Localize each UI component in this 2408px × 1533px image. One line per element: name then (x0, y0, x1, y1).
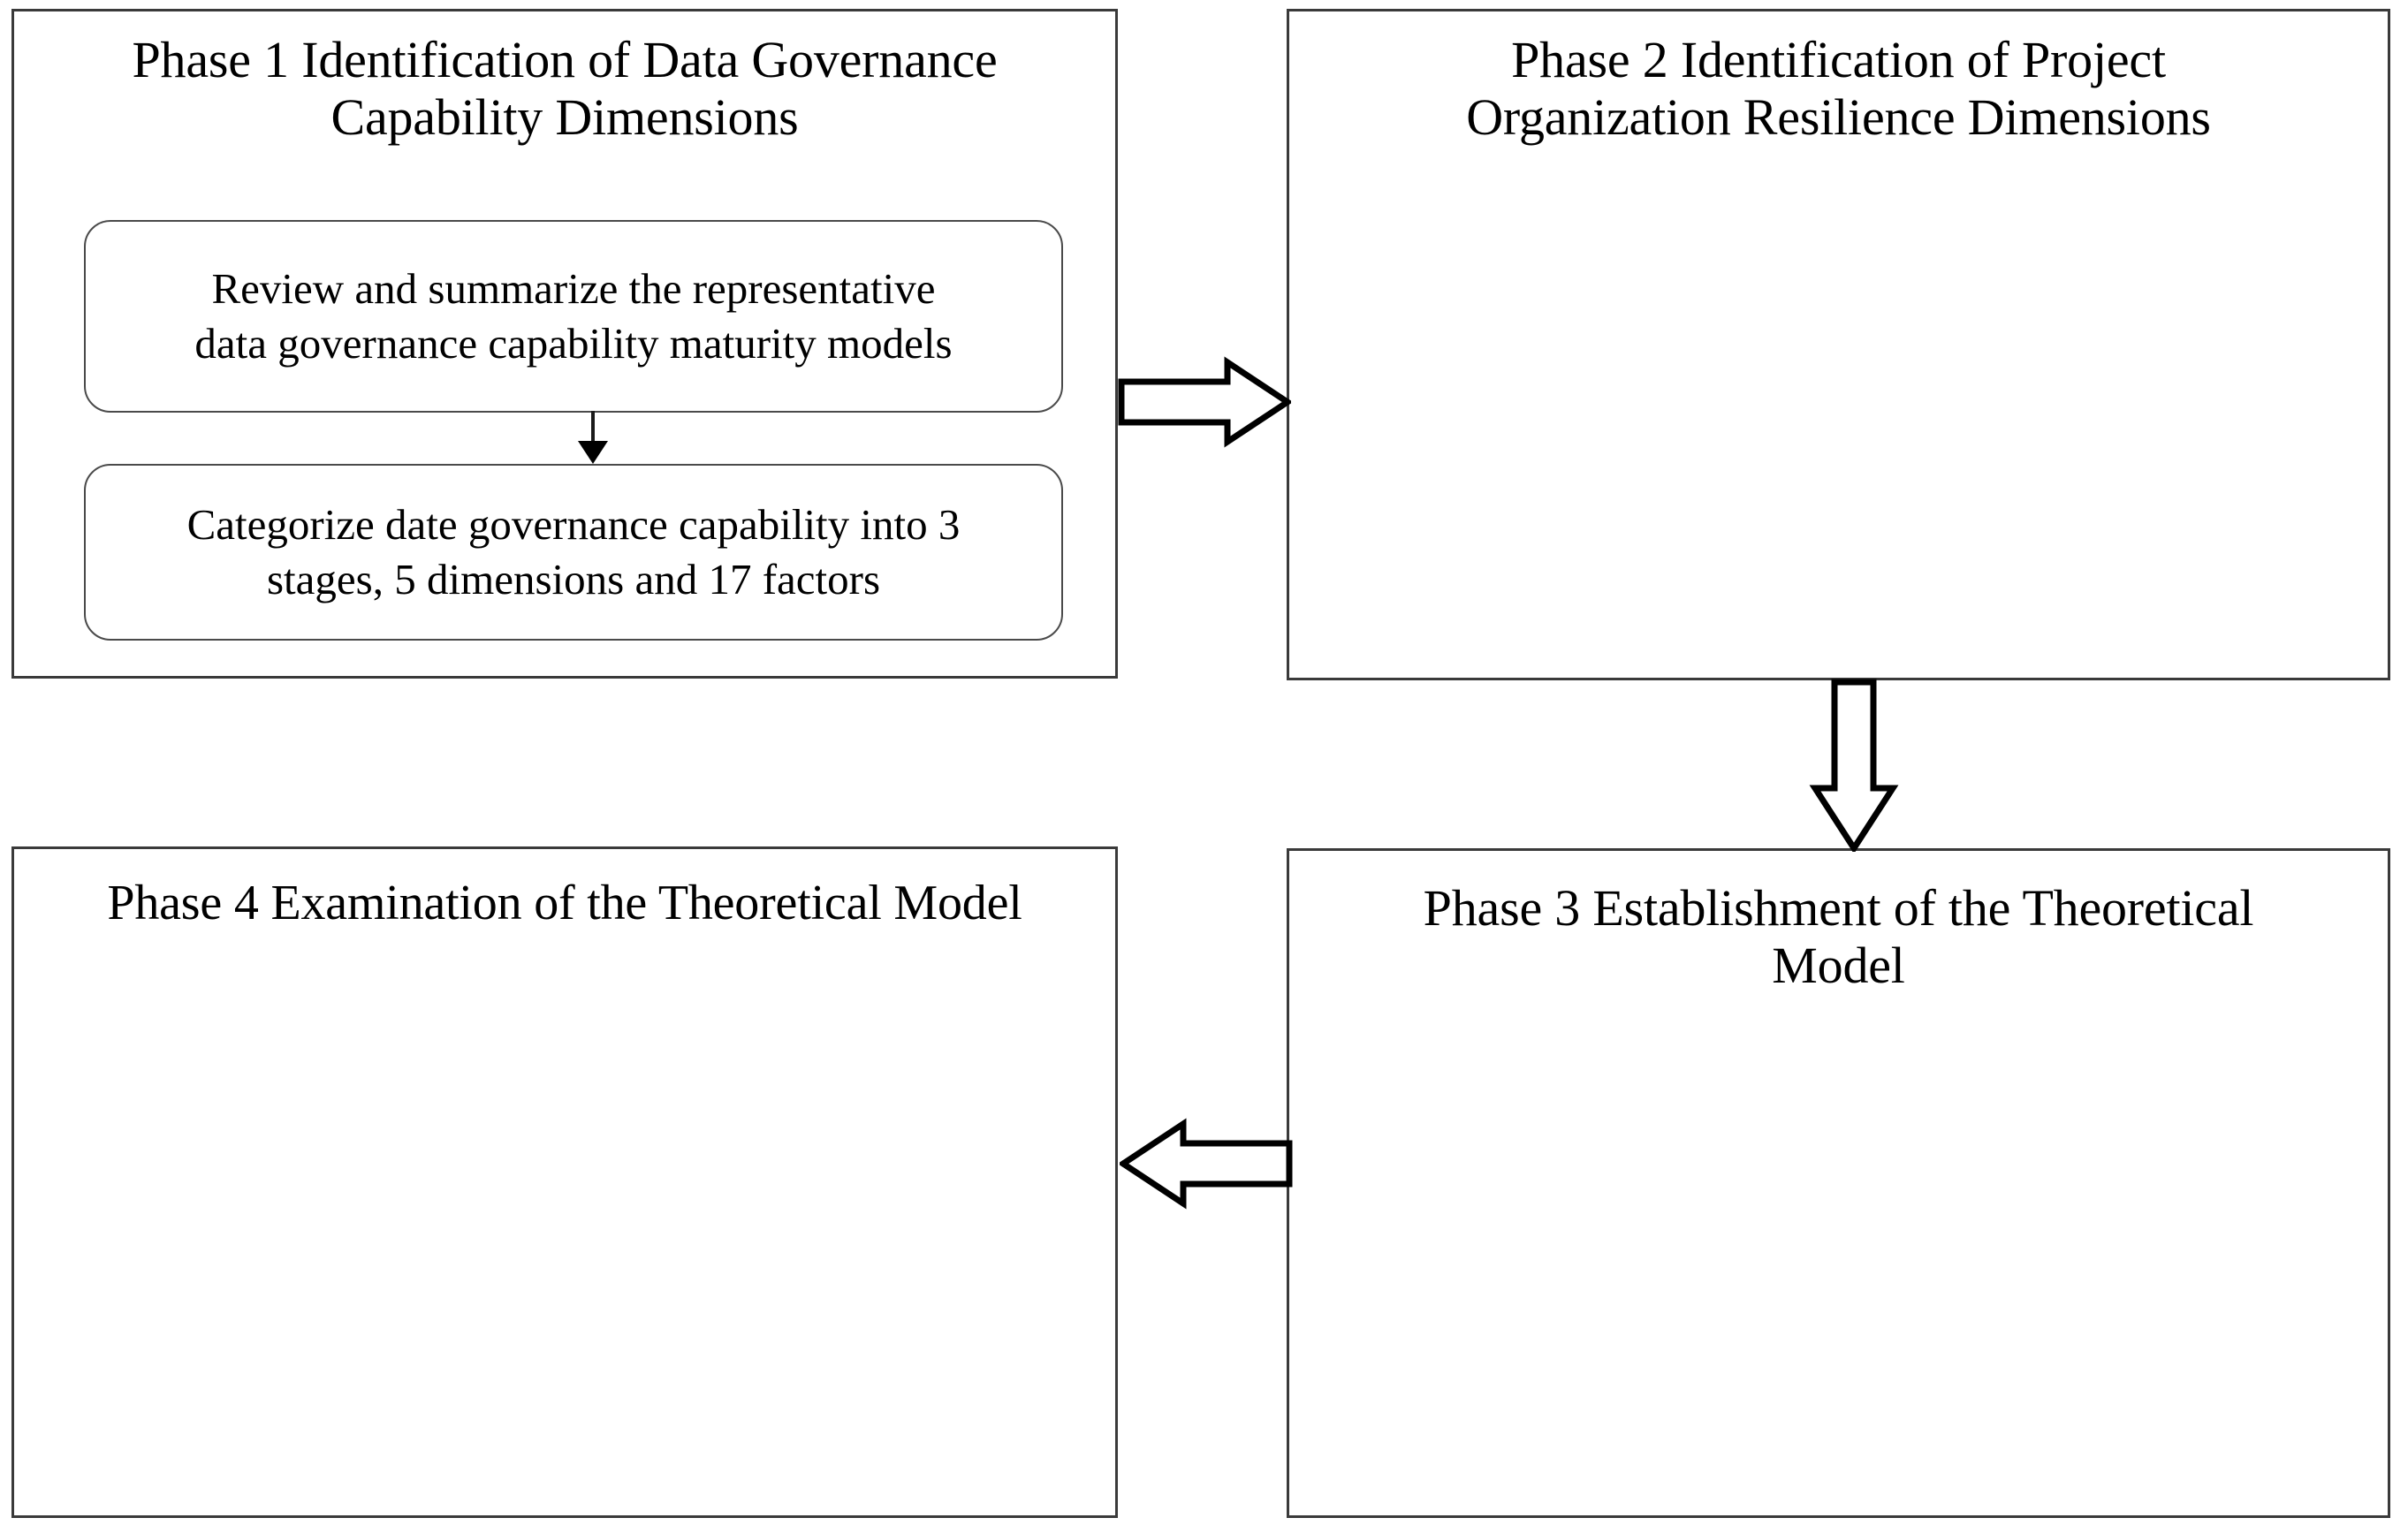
left-block-arrow-icon (1120, 1118, 1293, 1210)
down-arrow-icon (578, 411, 608, 464)
phase-1-step-1-text: Review and summarize the representative … (194, 264, 953, 368)
down-block-arrow-icon (1809, 679, 1899, 852)
phase-1-step-2-text: Categorize date governance capability in… (186, 500, 961, 603)
phase-4-container: Phase 4 Examination of the Theoretical M… (11, 846, 1118, 1518)
phase-1-step-1: Review and summarize the representative … (84, 220, 1063, 413)
phase-3-title: Phase 3 Establishment of the Theoretical… (1423, 879, 2254, 994)
phase-4-title: Phase 4 Examination of the Theoretical M… (107, 876, 1022, 930)
phase-2-container: Phase 2 Identification of Project Organi… (1287, 9, 2390, 680)
phase-3-container: Phase 3 Establishment of the Theoretical… (1287, 848, 2390, 1518)
right-block-arrow-icon (1118, 356, 1291, 448)
phase-1-container: Phase 1 Identification of Data Governanc… (11, 9, 1118, 679)
phase-1-step-2: Categorize date governance capability in… (84, 464, 1063, 641)
phase-1-title: Phase 1 Identification of Data Governanc… (132, 31, 998, 146)
phase-2-title: Phase 2 Identification of Project Organi… (1466, 31, 2211, 146)
